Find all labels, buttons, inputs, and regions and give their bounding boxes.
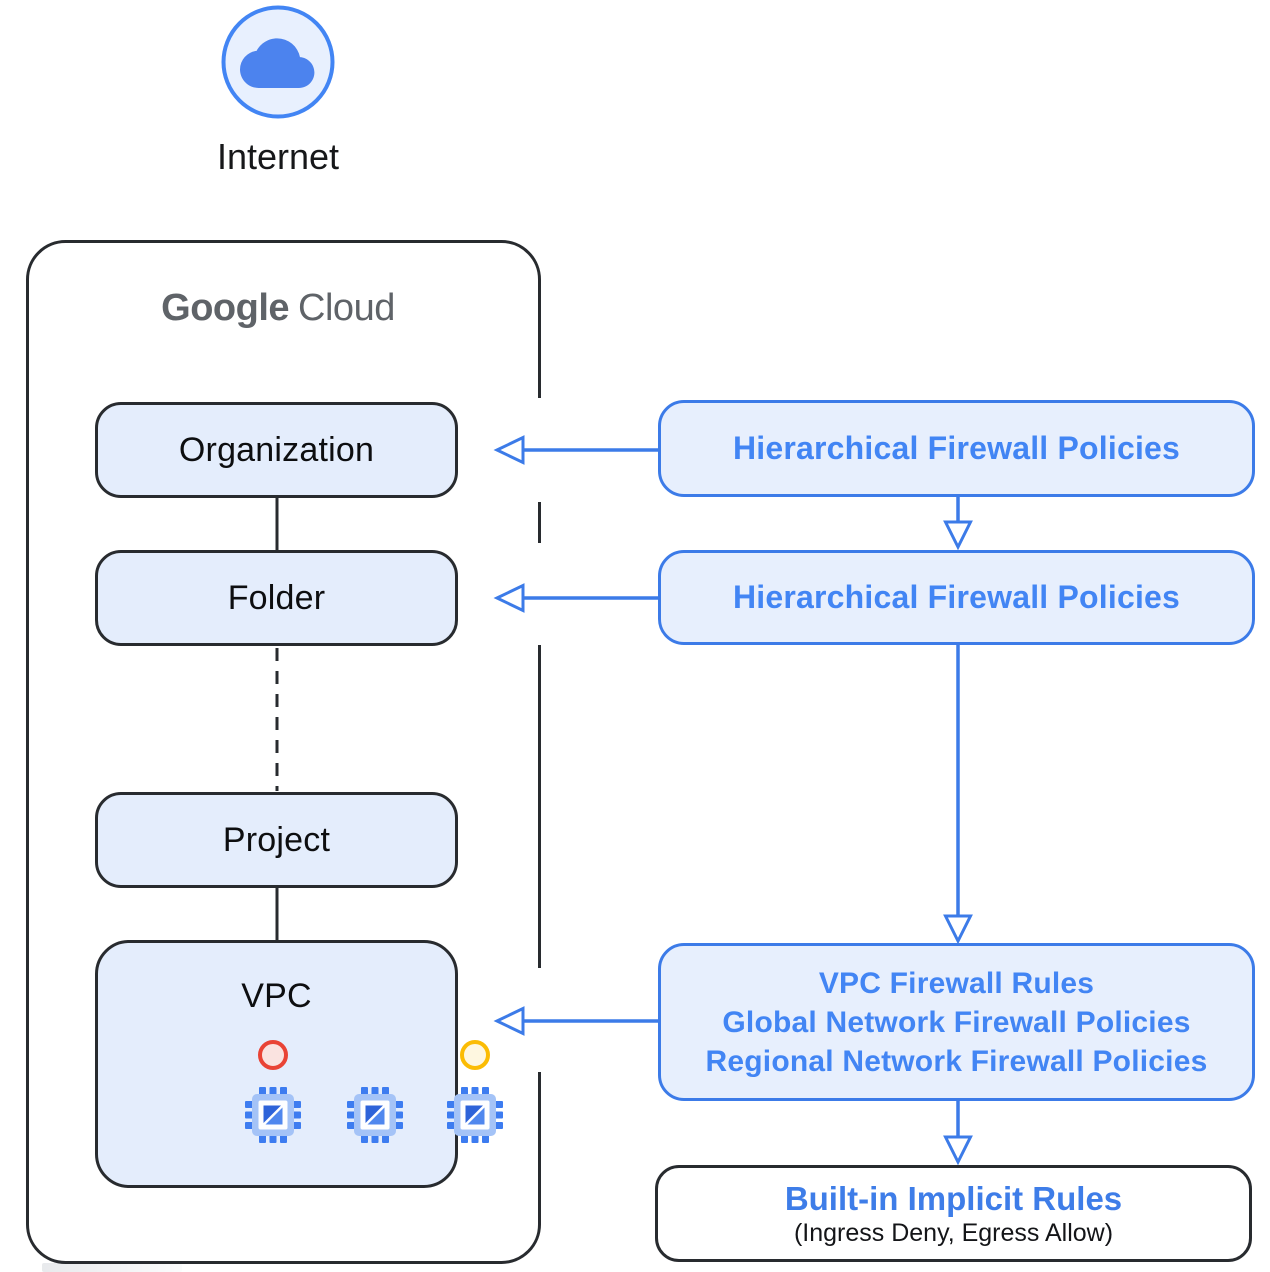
vpc-label: VPC [241,977,312,1015]
logo-brand: Google [161,287,290,329]
vm-status-yellow-icon [460,1040,490,1070]
arrow-hfp-to-org-head [493,435,525,465]
compute-vm-icon [347,1087,403,1143]
vpc-firewall-rules-box: VPC Firewall Rules Global Network Firewa… [658,943,1255,1101]
arrow-hfp2-to-rules-head [943,914,973,945]
logo-product: Cloud [298,287,395,329]
page-edge-artifact [42,1263,182,1272]
arrow-hfp-to-folder-head [493,583,525,613]
builtin-subtitle: (Ingress Deny, Egress Allow) [793,1218,1114,1247]
builtin-title: Built-in Implicit Rules [784,1179,1123,1217]
vpc-rules-line: VPC Firewall Rules [818,966,1095,1000]
compute-vm-icon [245,1087,301,1143]
arrow-rules-to-builtin-head [943,1135,973,1166]
vpc-rules-line: Regional Network Firewall Policies [705,1044,1208,1078]
node-organization: Organization [95,402,458,498]
arrow-rules-to-vpc-head [493,1006,525,1036]
hierarchical-firewall-policies-org: Hierarchical Firewall Policies [658,400,1255,497]
vm-status-red-icon [258,1040,288,1070]
node-vpc: VPC [95,940,503,1188]
border-gap [534,543,545,645]
node-project: Project [95,792,458,888]
arrow-hfp1-to-hfp2-head [943,520,973,551]
vpc-rules-line: Global Network Firewall Policies [722,1005,1191,1039]
hierarchical-firewall-policies-folder: Hierarchical Firewall Policies [658,550,1255,645]
internet-label: Internet [216,136,340,177]
builtin-implicit-rules-box: Built-in Implicit Rules (Ingress Deny, E… [655,1165,1252,1262]
node-folder: Folder [95,550,458,646]
compute-vm-icon [447,1087,503,1143]
policy-arrows [493,435,973,1166]
internet-cloud-icon [221,5,335,119]
